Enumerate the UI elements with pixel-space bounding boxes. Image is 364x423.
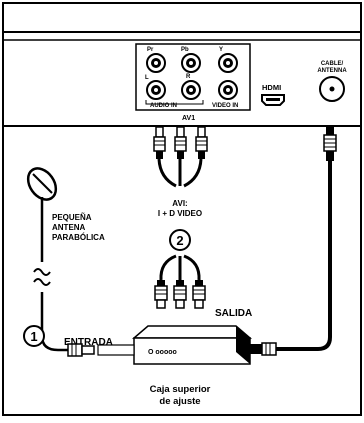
box-front-indicators: O ooooo <box>148 349 177 356</box>
pr-label: Pr <box>147 47 154 53</box>
antenna-coax-plug <box>323 127 337 161</box>
satellite-dish-icon <box>26 167 58 212</box>
pb-label: Pb <box>181 47 189 53</box>
jack-y <box>218 53 238 73</box>
cable-antenna-label-line1: CABLE/ <box>321 61 344 67</box>
r-label: R <box>186 74 191 80</box>
av-cable-label-line1: AVI: <box>172 199 187 208</box>
audio-bracket <box>145 100 204 105</box>
antenna-jack <box>319 76 345 102</box>
box-caption-line1: Caja superior <box>150 384 211 395</box>
jack-pr <box>146 53 166 73</box>
set-top-box: O ooooo <box>97 325 253 365</box>
box-input-socket <box>97 344 135 356</box>
tv-back-panel: Pr Pb Y L R <box>2 31 362 127</box>
step-2-badge: 2 <box>169 229 191 251</box>
box-top <box>131 325 253 339</box>
input-coax-plug <box>67 343 95 357</box>
output-label: SALIDA <box>215 308 252 319</box>
step-1-number: 1 <box>30 329 37 344</box>
av-cable-top-plugs <box>153 126 208 188</box>
cable-antenna-label-line2: ANTENNA <box>317 68 347 74</box>
jack-video <box>218 80 238 100</box>
jack-pb <box>181 53 201 73</box>
box-side <box>236 326 250 364</box>
l-label: L <box>145 75 149 81</box>
input-label: ENTRADA <box>64 337 113 348</box>
y-label: Y <box>219 47 223 53</box>
step-2-number: 2 <box>176 233 183 248</box>
hdmi-port <box>261 94 285 106</box>
dish-label-line1: PEQUEÑA <box>52 213 92 222</box>
box-front <box>133 337 251 365</box>
av-cable-label-line2: I + D VIDEO <box>158 209 202 218</box>
av-cable-bottom-plugs <box>154 254 206 309</box>
output-coax-plug <box>250 342 277 356</box>
hdmi-label: HDMI <box>262 83 281 92</box>
video-in-label: VIDEO IN <box>212 103 238 109</box>
antenna-cable <box>276 160 332 351</box>
dish-label-line3: PARABÓLICA <box>52 233 105 242</box>
dish-label-line2: ANTENA <box>52 223 86 232</box>
jack-audio-r <box>181 80 201 100</box>
jack-audio-l <box>146 80 166 100</box>
box-caption-line2: de ajuste <box>159 396 200 407</box>
audio-in-label: AUDIO IN <box>150 103 177 109</box>
step-1-badge: 1 <box>23 325 45 347</box>
av1-label: AV1 <box>182 115 195 122</box>
